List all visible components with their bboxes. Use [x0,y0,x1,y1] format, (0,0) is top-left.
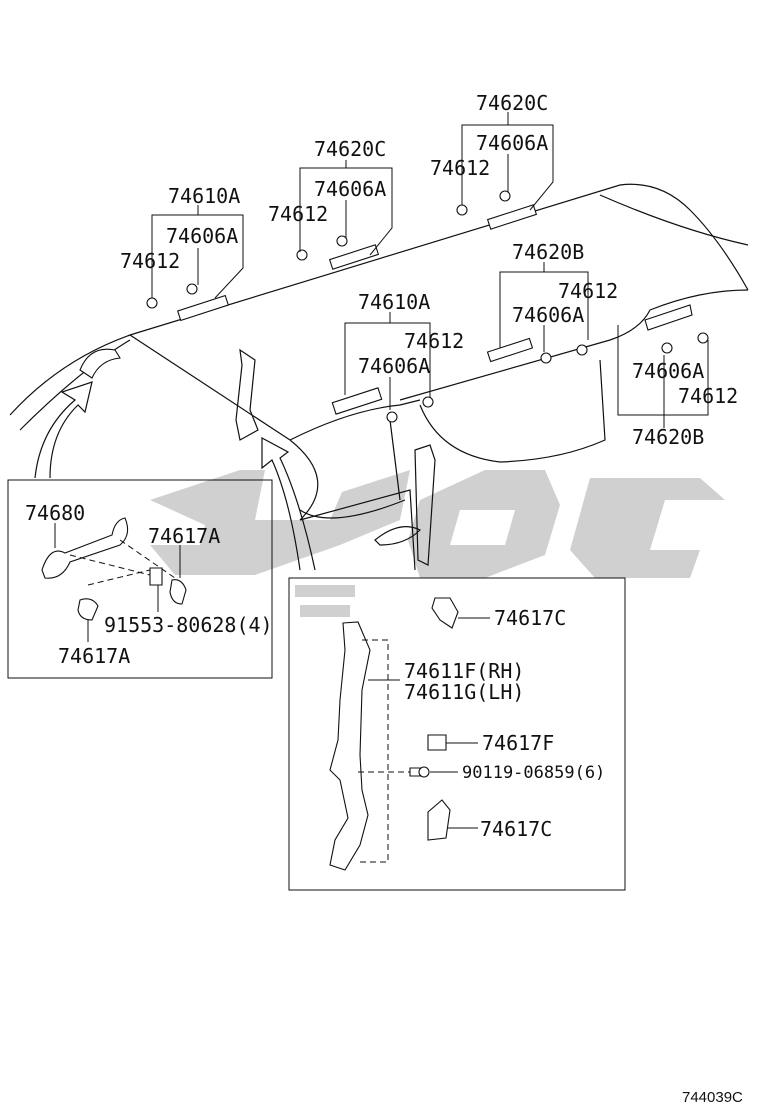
label-74606a-rear: 74606A [512,303,584,327]
roof-handles [79,190,709,423]
label-74617a-bottom: 74617A [58,644,130,668]
label-74606a-far: 74606A [632,359,704,383]
label-74611g-lh: 74611G(LH) [404,680,524,704]
label-74610a-mid: 74610A [358,290,430,314]
label-74620b-rear: 74620B [512,240,584,264]
callout-group-rear-right: 74620B 74612 74606A [499,240,618,352]
label-74606a-mid: 74606A [358,354,430,378]
callout-group-mid: 74610A 74612 74606A [344,290,464,410]
inset-arrows [34,381,316,571]
label-74611f-rh: 74611F(RH) [404,659,524,683]
label-91553: 91553-80628(4) [104,613,273,637]
label-74617c-bottom: 74617C [480,817,552,841]
label-74612-1: 74612 [120,249,180,273]
label-74620c-3: 74620C [476,91,548,115]
label-74610a-top: 74610A [168,184,240,208]
callout-group-far-right: 74606A 74612 74620B [617,325,738,449]
label-74620c-2: 74620C [314,137,386,161]
label-74612-2: 74612 [268,202,328,226]
label-74612-mid: 74612 [404,329,464,353]
left-inset: 74680 74617A 91553-80628(4) 74617A [7,479,273,679]
label-74606a-3: 74606A [476,131,548,155]
label-74680: 74680 [25,501,85,525]
label-74606a-1: 74606A [166,224,238,248]
label-74612-far: 74612 [678,384,738,408]
callout-group-3: 74620C 74606A 74612 [430,91,554,211]
watermark-logo [150,470,725,617]
label-74617c-top: 74617C [494,606,566,630]
label-74617f: 74617F [482,731,554,755]
label-74606a-2: 74606A [314,177,386,201]
callout-group-2: 74620C 74606A 74612 [268,137,393,256]
label-74617a-right: 74617A [148,524,220,548]
label-74612-rear: 74612 [558,279,618,303]
label-90119: 90119-06859(6) [462,763,605,783]
callout-group-1: 74610A 74606A 74612 [120,184,244,299]
label-74620b-far: 74620B [632,425,704,449]
vehicle-body-outline [9,183,749,571]
label-74612-3: 74612 [430,156,490,180]
figure-code: 744039C [682,1089,743,1106]
right-inset: 74617C 74611F(RH) 74611G(LH) 74617F 9011… [288,577,626,891]
